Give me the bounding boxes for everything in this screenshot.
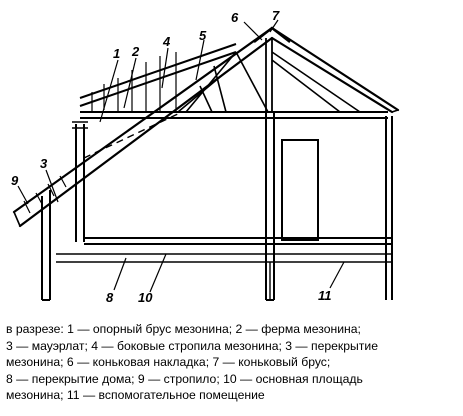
- mezzanine-post: [75, 124, 85, 242]
- inner-wall: [265, 112, 275, 300]
- side-rafters: [79, 43, 237, 107]
- callout-8: 8: [106, 290, 114, 305]
- leader-lines: [17, 19, 345, 293]
- callout-7: 7: [272, 8, 280, 23]
- mezzanine-section-diagram: 1 2 4 5 6 7 3 9 8 10 11: [11, 8, 400, 305]
- callout-5: 5: [199, 28, 207, 43]
- eave-end: [13, 109, 399, 227]
- callout-10: 10: [138, 290, 153, 305]
- callout-1: 1: [113, 46, 120, 61]
- support-posts: [41, 112, 275, 300]
- caption-line: 3 — мауэрлат; 4 — боковые стропила мезон…: [6, 338, 378, 353]
- caption-line: мезонина; 11 — вспомогательное помещение: [6, 388, 265, 403]
- mezzanine-ceiling-dashed: [83, 111, 183, 159]
- callout-9: 9: [11, 173, 19, 188]
- caption-line: мезонина; 6 — коньковая накладка; 7 — ко…: [6, 355, 331, 370]
- caption-line: 8 — перекрытие дома; 9 — стропило; 10 — …: [6, 371, 363, 386]
- truss-bottom-chord: [80, 111, 388, 119]
- right-roof-slope: [270, 26, 400, 114]
- figure-caption: в разрезе: 1 — опорный брус мезонина; 2 …: [6, 321, 458, 404]
- callout-6: 6: [231, 10, 239, 25]
- door: [281, 139, 319, 241]
- truss-diagonals: [177, 51, 269, 113]
- callout-11: 11: [318, 288, 332, 303]
- callout-3: 3: [40, 156, 48, 171]
- right-brace: [271, 51, 361, 113]
- caption-line: в разрезе: 1 — опорный брус мезонина; 2 …: [6, 322, 361, 336]
- mezzanine-floor: [56, 237, 392, 300]
- right-wall: [385, 116, 393, 300]
- outer-post: [41, 190, 51, 300]
- callout-2: 2: [131, 44, 140, 59]
- king-post: [265, 38, 273, 112]
- callout-4: 4: [162, 34, 171, 49]
- left-roof-slope: [12, 26, 274, 228]
- roof-slopes: [12, 26, 400, 228]
